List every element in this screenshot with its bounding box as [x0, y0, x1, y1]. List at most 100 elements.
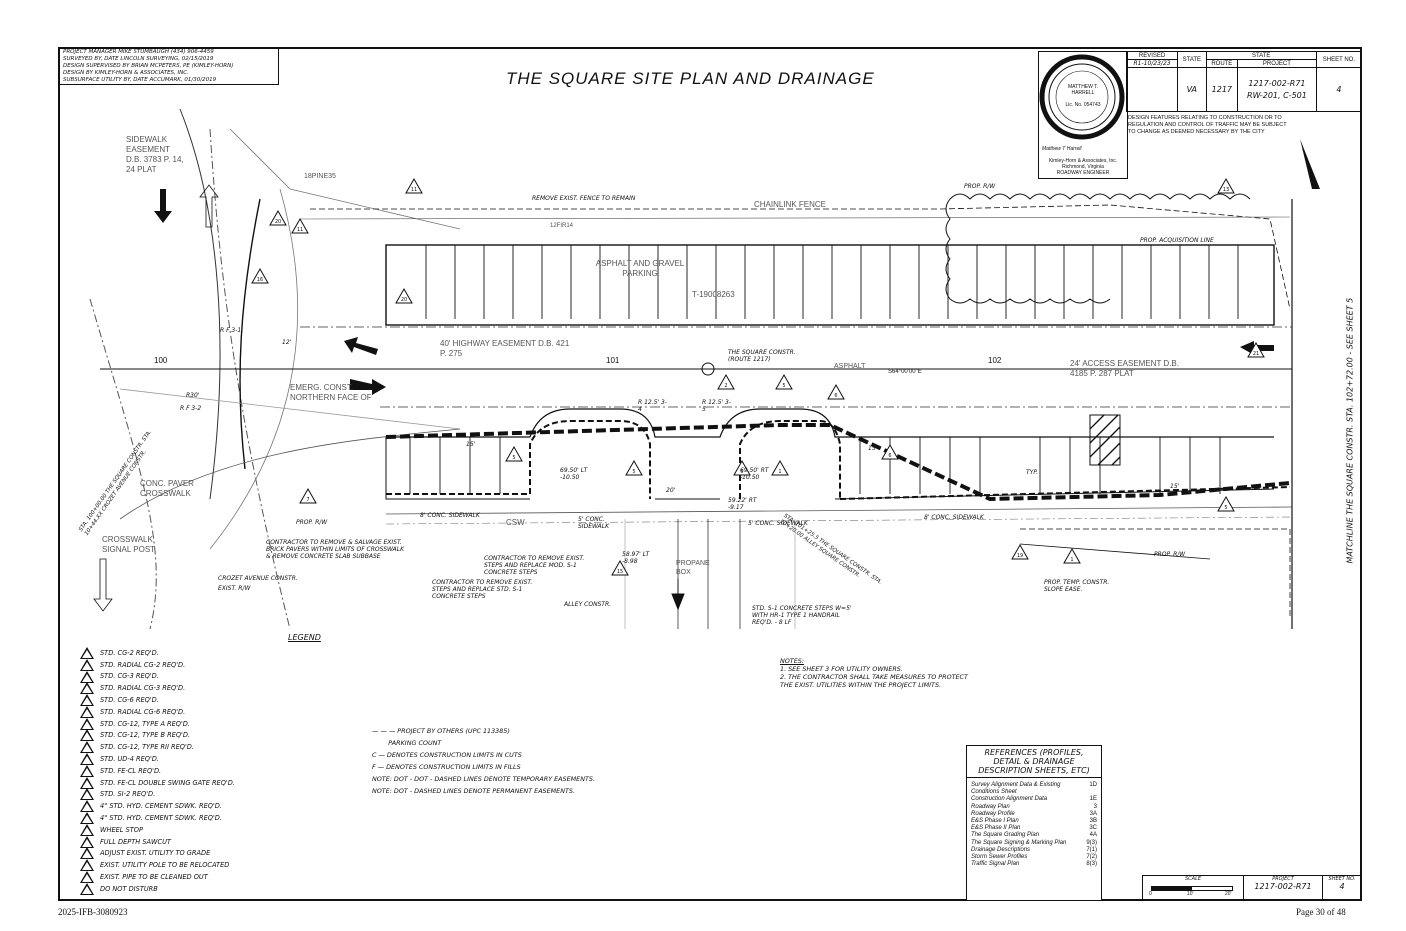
svg-text:19: 19 — [1017, 553, 1023, 559]
legend-triangle-icon — [80, 717, 94, 730]
label-prop-temp: PROP. TEMP. CONSTR. SLOPE EASE. — [1044, 579, 1110, 593]
engineer-seal-block: MATTHEW T. HARRELL Lic. No. 054743 Matth… — [1038, 51, 1128, 179]
legend-triangle-icon — [80, 788, 94, 801]
callout-triangles — [251, 177, 1265, 576]
label-std-steps: STD. S-1 CONCRETE STEPS W=5' WITH HR-1 T… — [752, 605, 852, 626]
arrow-up-outline-icon — [199, 184, 219, 228]
bottom-project-label: PROJECT — [1272, 876, 1294, 882]
legend-item: STD. CG-12, TYPE A REQ'D. — [80, 717, 235, 730]
legend-item: 4" STD. HYD. CEMENT SDWK. REQ'D. — [80, 812, 235, 825]
arrow-down-icon — [154, 189, 172, 223]
label-station-100: 100 — [154, 356, 168, 365]
label-dim-20: 20' — [666, 487, 676, 494]
svg-text:16: 16 — [257, 277, 263, 283]
svg-text:5: 5 — [740, 469, 743, 475]
legend-item: STD. UD-4 REQ'D. — [80, 753, 235, 766]
seal-role: ROADWAY ENGINEER — [1056, 170, 1110, 176]
label-pine: 18PINE35 — [304, 173, 336, 180]
legend-item: DO NOT DISTURB — [80, 882, 235, 895]
legend-item: STD. RADIAL CG-6 REQ'D. — [80, 705, 235, 718]
legend-triangle-icon — [80, 882, 94, 895]
notes-block: NOTES: 1. SEE SHEET 3 FOR UTILITY OWNERS… — [780, 657, 970, 689]
label-typ: TYP. — [1026, 469, 1039, 476]
label-rf-2: R F 3-2 — [180, 405, 202, 412]
label-contractor-steps: CONTRACTOR TO REMOVE EXIST. STEPS AND RE… — [432, 579, 533, 600]
legend-triangle-icon — [80, 847, 94, 860]
svg-text:7: 7 — [306, 497, 309, 503]
line-legend-cuts: C — DENOTES CONSTRUCTION LIMITS IN CUTS — [372, 751, 522, 759]
note-2: 2. THE CONTRACTOR SHALL TAKE MEASURES TO… — [780, 673, 968, 689]
label-propane: PROPANE BOX — [676, 560, 710, 576]
legend-item: STD. CG-6 REQ'D. — [80, 694, 235, 707]
label-conc-sidewalk-2: 5' CONC. SIDEWALK — [578, 516, 610, 530]
label-bearing: S64°00'00"E — [888, 369, 922, 375]
label-dim-12: 12' — [282, 339, 292, 346]
label-exist-rw: EXIST. R/W — [218, 585, 251, 592]
legend-triangle-icon — [80, 776, 94, 789]
label-access-easement: 24' ACCESS EASEMENT D.B. 4185 P. 287 PLA… — [1070, 359, 1179, 378]
svg-text:11: 11 — [297, 227, 303, 233]
label-radius-2: R 12.5' 3-5 — [702, 399, 731, 413]
svg-text:20: 20 — [401, 297, 407, 303]
label-prop-rw-right: PROP. R/W — [1154, 551, 1186, 558]
sheet-no-value: 4 — [1315, 67, 1363, 112]
label-offset-4: 59.22' RT -9.17 — [728, 497, 757, 511]
label-conc-sidewalk-1: 8' CONC. SIDEWALK — [420, 512, 480, 519]
legend-triangle-icon — [80, 800, 94, 813]
line-legend-parking-count: PARKING COUNT — [388, 739, 442, 747]
label-fir: 12FIR14 — [550, 223, 574, 229]
legend-triangle-icon — [80, 658, 94, 671]
line-legend-note-temporary: NOTE: DOT - DOT - DASHED LINES DENOTE TE… — [372, 775, 595, 783]
legend-item: STD. CG-3 REQ'D. — [80, 670, 235, 683]
bottom-title-block: SCALE 0 10' 20' PROJECT 1217-002-R71 SHE… — [1142, 875, 1362, 901]
arrow-down-outline-icon — [93, 558, 113, 612]
design-supervised: DESIGN SUPERVISED BY BRIAN MCPETERS, PE … — [63, 63, 234, 69]
legend-triangle-icon — [80, 812, 94, 825]
bottom-sheet: 4 — [1339, 882, 1345, 891]
svg-text:5: 5 — [512, 455, 515, 461]
label-offset-3: 58.97' LT -8.98 — [622, 551, 650, 565]
label-dim-15c: 15' — [1170, 483, 1180, 490]
label-conc-sidewalk-4: 8' CONC. SIDEWALK — [924, 514, 984, 521]
legend-triangle-icon — [80, 705, 94, 718]
title-block-table: REVISED STATE STATE SHEET NO. R1-10/23/2… — [1125, 51, 1363, 112]
label-prop-rw-top: PROP. R/W — [964, 183, 996, 190]
reference-row: Survey Alignment Data & Existing Conditi… — [971, 782, 1097, 796]
subsurface-utility: SUBSURFACE UTILITY BY, DATE ACCUMARK, 01… — [63, 77, 217, 83]
sheet-title: THE SQUARE SITE PLAN AND DRAINAGE — [506, 69, 875, 88]
scale-bar — [1151, 886, 1233, 891]
svg-text:5: 5 — [632, 469, 635, 475]
label-alley: ALLEY CONSTR. — [564, 601, 612, 608]
label-station-102: 102 — [988, 356, 1002, 365]
legend-triangle-icon — [80, 694, 94, 707]
legend-item: EXIST. PIPE TO BE CLEANED OUT — [80, 871, 235, 884]
label-crozet: CROZET AVENUE CONSTR. — [218, 575, 298, 582]
legend-triangle-icon — [80, 646, 94, 659]
line-legend: — — — PROJECT BY OTHERS (UPC 113385) PAR… — [372, 725, 672, 797]
legend-item: STD. FE-CL REQ'D. — [80, 764, 235, 777]
label-dim-15a: 15' — [466, 441, 476, 448]
scale-label: SCALE — [1184, 876, 1202, 882]
label-tax-parcel: T-19008263 — [692, 290, 735, 299]
svg-text:6: 6 — [834, 393, 837, 399]
label-dim-15b: 15' — [868, 445, 878, 452]
legend-triangle-icon — [80, 670, 94, 683]
legend-item: STD. CG-12, TYPE RII REQ'D. — [80, 741, 235, 754]
label-radius-1: R 12.5' 3-4 — [638, 399, 667, 413]
footer-left: 2025-IFB-3080923 — [58, 907, 128, 917]
legend-title: LEGEND — [288, 633, 321, 642]
legend-triangle-icon — [80, 823, 94, 836]
engineer-seal-icon — [1039, 54, 1125, 140]
arrow-left-icon — [344, 337, 378, 355]
legend-triangle-icon — [80, 859, 94, 872]
label-acquisition: PROP. ACQUISITION LINE — [1140, 237, 1214, 244]
label-asphalt: ASPHALT — [834, 363, 866, 370]
legend-triangle-icon — [80, 835, 94, 848]
project-value: 1217-002-R71 — [1248, 78, 1306, 88]
